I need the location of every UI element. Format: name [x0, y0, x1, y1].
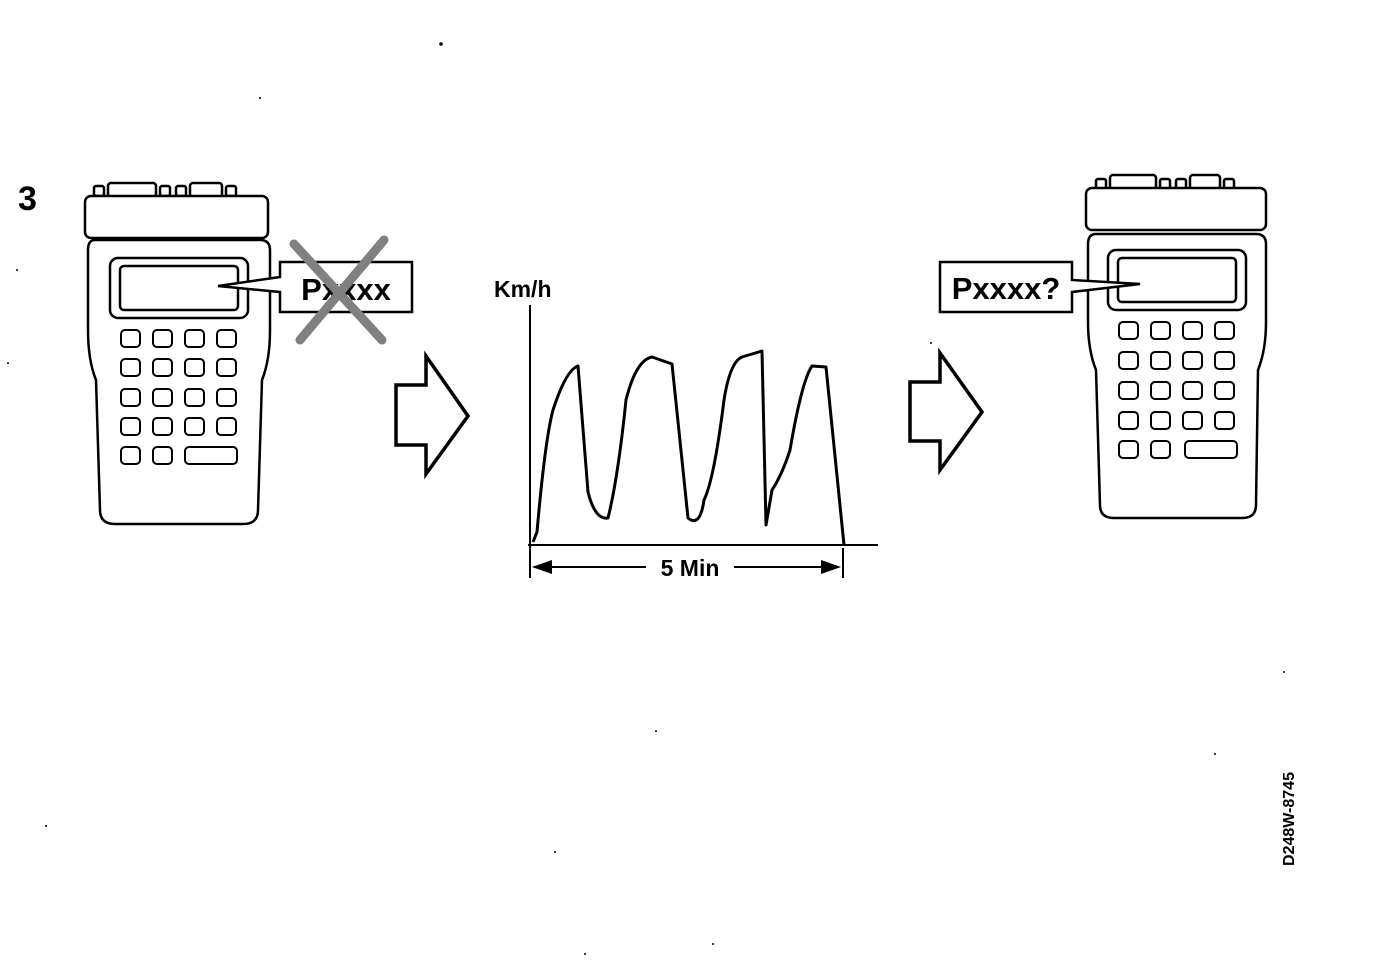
keypad-key: [1118, 440, 1139, 459]
chart-speed-trace: [531, 349, 846, 546]
keypad-key: [152, 358, 173, 377]
right-callout-bubble: [938, 260, 1141, 314]
keypad-key: [184, 417, 205, 436]
keypad-wide-key: [184, 446, 238, 465]
keypad-key: [1214, 321, 1235, 340]
keypad-key: [120, 388, 141, 407]
right-tool-keypad: [1118, 321, 1238, 459]
document-code: D248W-8745: [1281, 772, 1298, 866]
keypad-key: [120, 446, 141, 465]
keypad-key: [216, 417, 237, 436]
left-tool-connector-pin: [158, 184, 172, 198]
duration-arrowhead-right: [821, 560, 841, 574]
speed-chart: [528, 305, 878, 578]
keypad-key: [216, 388, 237, 407]
keypad-key: [120, 358, 141, 377]
left-tool-connector-pin: [174, 184, 188, 198]
keypad-key: [152, 417, 173, 436]
keypad-key: [1150, 381, 1171, 400]
keypad-key: [1150, 411, 1171, 430]
keypad-key: [152, 388, 173, 407]
keypad-key: [120, 417, 141, 436]
keypad-key: [120, 329, 141, 348]
keypad-key: [184, 388, 205, 407]
step-number: 3: [18, 180, 37, 218]
flow-arrow-right: [394, 350, 471, 480]
keypad-key: [1182, 321, 1203, 340]
keypad-key: [1118, 411, 1139, 430]
keypad-key: [184, 329, 205, 348]
right-scan-tool: [938, 173, 1268, 520]
keypad-key: [1214, 351, 1235, 370]
keypad-key: [1150, 440, 1171, 459]
duration-arrowhead-left: [532, 560, 552, 574]
chart-y-axis-label: Km/h: [494, 276, 552, 302]
left-tool-keypad: [120, 329, 238, 465]
left-scan-tool: [83, 181, 414, 526]
flow-arrow-right: [908, 347, 985, 476]
keypad-key: [1118, 381, 1139, 400]
left-tool-connector-pin: [224, 184, 238, 198]
left-tool-screen: [118, 264, 240, 312]
keypad-key: [1214, 411, 1235, 430]
keypad-key: [184, 358, 205, 377]
keypad-key: [152, 329, 173, 348]
keypad-key: [152, 446, 173, 465]
left-tool-connector-pin: [92, 184, 106, 198]
keypad-key: [1214, 381, 1235, 400]
left-callout-bubble: [217, 260, 414, 314]
right-tool-screen: [1116, 256, 1238, 304]
keypad-key: [1118, 321, 1139, 340]
cross-out-mark: [289, 235, 389, 345]
keypad-key: [1150, 321, 1171, 340]
left-tool-top-cap: [83, 194, 270, 240]
keypad-key: [1150, 351, 1171, 370]
right-callout-text: Pxxxx?: [952, 271, 1061, 306]
keypad-wide-key: [1184, 440, 1238, 459]
scan-speckles: [7, 42, 1285, 955]
keypad-key: [1182, 351, 1203, 370]
chart-duration-label: 5 Min: [661, 555, 720, 581]
keypad-key: [216, 329, 237, 348]
keypad-key: [1182, 411, 1203, 430]
right-tool-top-cap: [1084, 186, 1268, 232]
keypad-key: [216, 358, 237, 377]
keypad-key: [1182, 381, 1203, 400]
keypad-key: [1118, 351, 1139, 370]
